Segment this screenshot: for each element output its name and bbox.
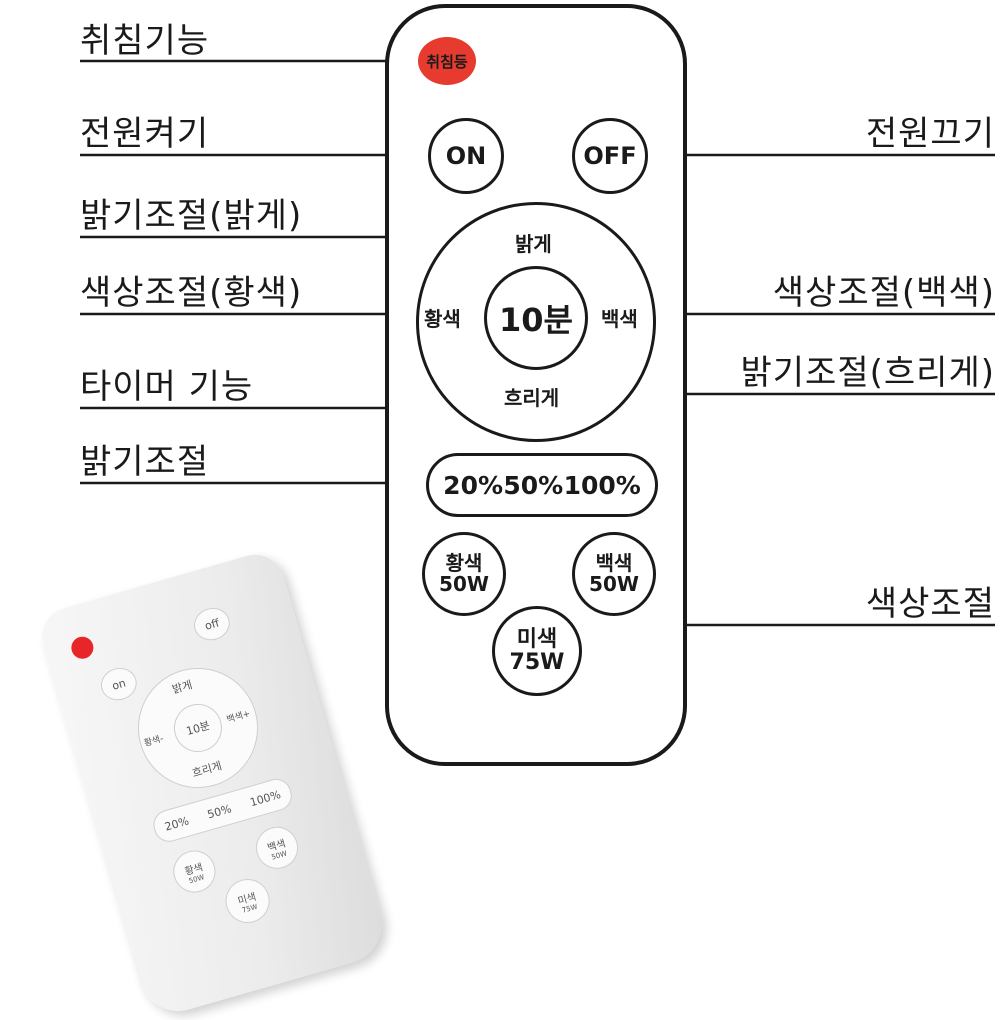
- label-color-preset: 색상조절: [865, 584, 995, 624]
- label-sleep: 취침기능: [80, 21, 210, 61]
- label-timer: 타이머 기능: [80, 367, 254, 407]
- mix-75w-watt: 75W: [509, 650, 565, 675]
- photo-p20: 20%: [163, 813, 191, 834]
- remote-photo-body: off on 밝게 황색- 백색+ 10분 흐리게 20% 50% 100% 황…: [34, 547, 392, 1020]
- photo-sleep-button: [68, 634, 96, 662]
- cool-50w-button[interactable]: 백색 50W: [572, 532, 656, 616]
- label-bright-preset: 밝기조절: [80, 442, 210, 482]
- bright-down-button[interactable]: 흐리게: [504, 386, 560, 410]
- photo-warm50-button: 황색 50W: [168, 845, 221, 898]
- label-bright-up: 밝기조절(밝게): [80, 196, 303, 236]
- warm-button[interactable]: 황색: [424, 307, 461, 331]
- timer-button[interactable]: 10분: [484, 266, 588, 370]
- photo-mix75-button: 미색 75W: [220, 873, 275, 929]
- photo-off-button: off: [190, 603, 234, 645]
- pct-20-button[interactable]: 20%: [443, 470, 504, 500]
- cool-button[interactable]: 백색: [601, 307, 638, 331]
- photo-p100: 100%: [248, 787, 283, 809]
- label-warm: 색상조절(황색): [80, 273, 303, 313]
- warm-50w-label: 황색: [445, 551, 483, 575]
- brightness-preset-bar: 20% 50% 100%: [426, 453, 658, 517]
- warm-50w-button[interactable]: 황색 50W: [422, 532, 506, 616]
- bright-up-button[interactable]: 밝게: [515, 232, 552, 256]
- label-cool: 색상조절(백색): [772, 273, 995, 313]
- warm-50w-watt: 50W: [439, 572, 489, 596]
- cool-50w-watt: 50W: [589, 572, 639, 596]
- sleep-button[interactable]: 취침등: [418, 37, 476, 85]
- label-power-on: 전원켜기: [80, 114, 210, 154]
- mix-75w-button[interactable]: 미색 75W: [492, 606, 582, 696]
- off-button[interactable]: OFF: [572, 118, 648, 194]
- photo-on-button: on: [97, 663, 141, 705]
- remote-photo: off on 밝게 황색- 백색+ 10분 흐리게 20% 50% 100% 황…: [34, 547, 392, 1020]
- photo-cool50-button: 백색 50W: [251, 821, 304, 874]
- pct-50-button[interactable]: 50%: [503, 470, 564, 500]
- cool-50w-label: 백색: [595, 551, 633, 575]
- label-power-off: 전원끄기: [865, 114, 995, 154]
- on-button[interactable]: ON: [428, 118, 504, 194]
- mix-75w-label: 미색: [516, 626, 558, 652]
- photo-p50: 50%: [205, 801, 233, 821]
- label-bright-down: 밝기조절(흐리게): [740, 353, 995, 393]
- pct-100-button[interactable]: 100%: [563, 470, 641, 500]
